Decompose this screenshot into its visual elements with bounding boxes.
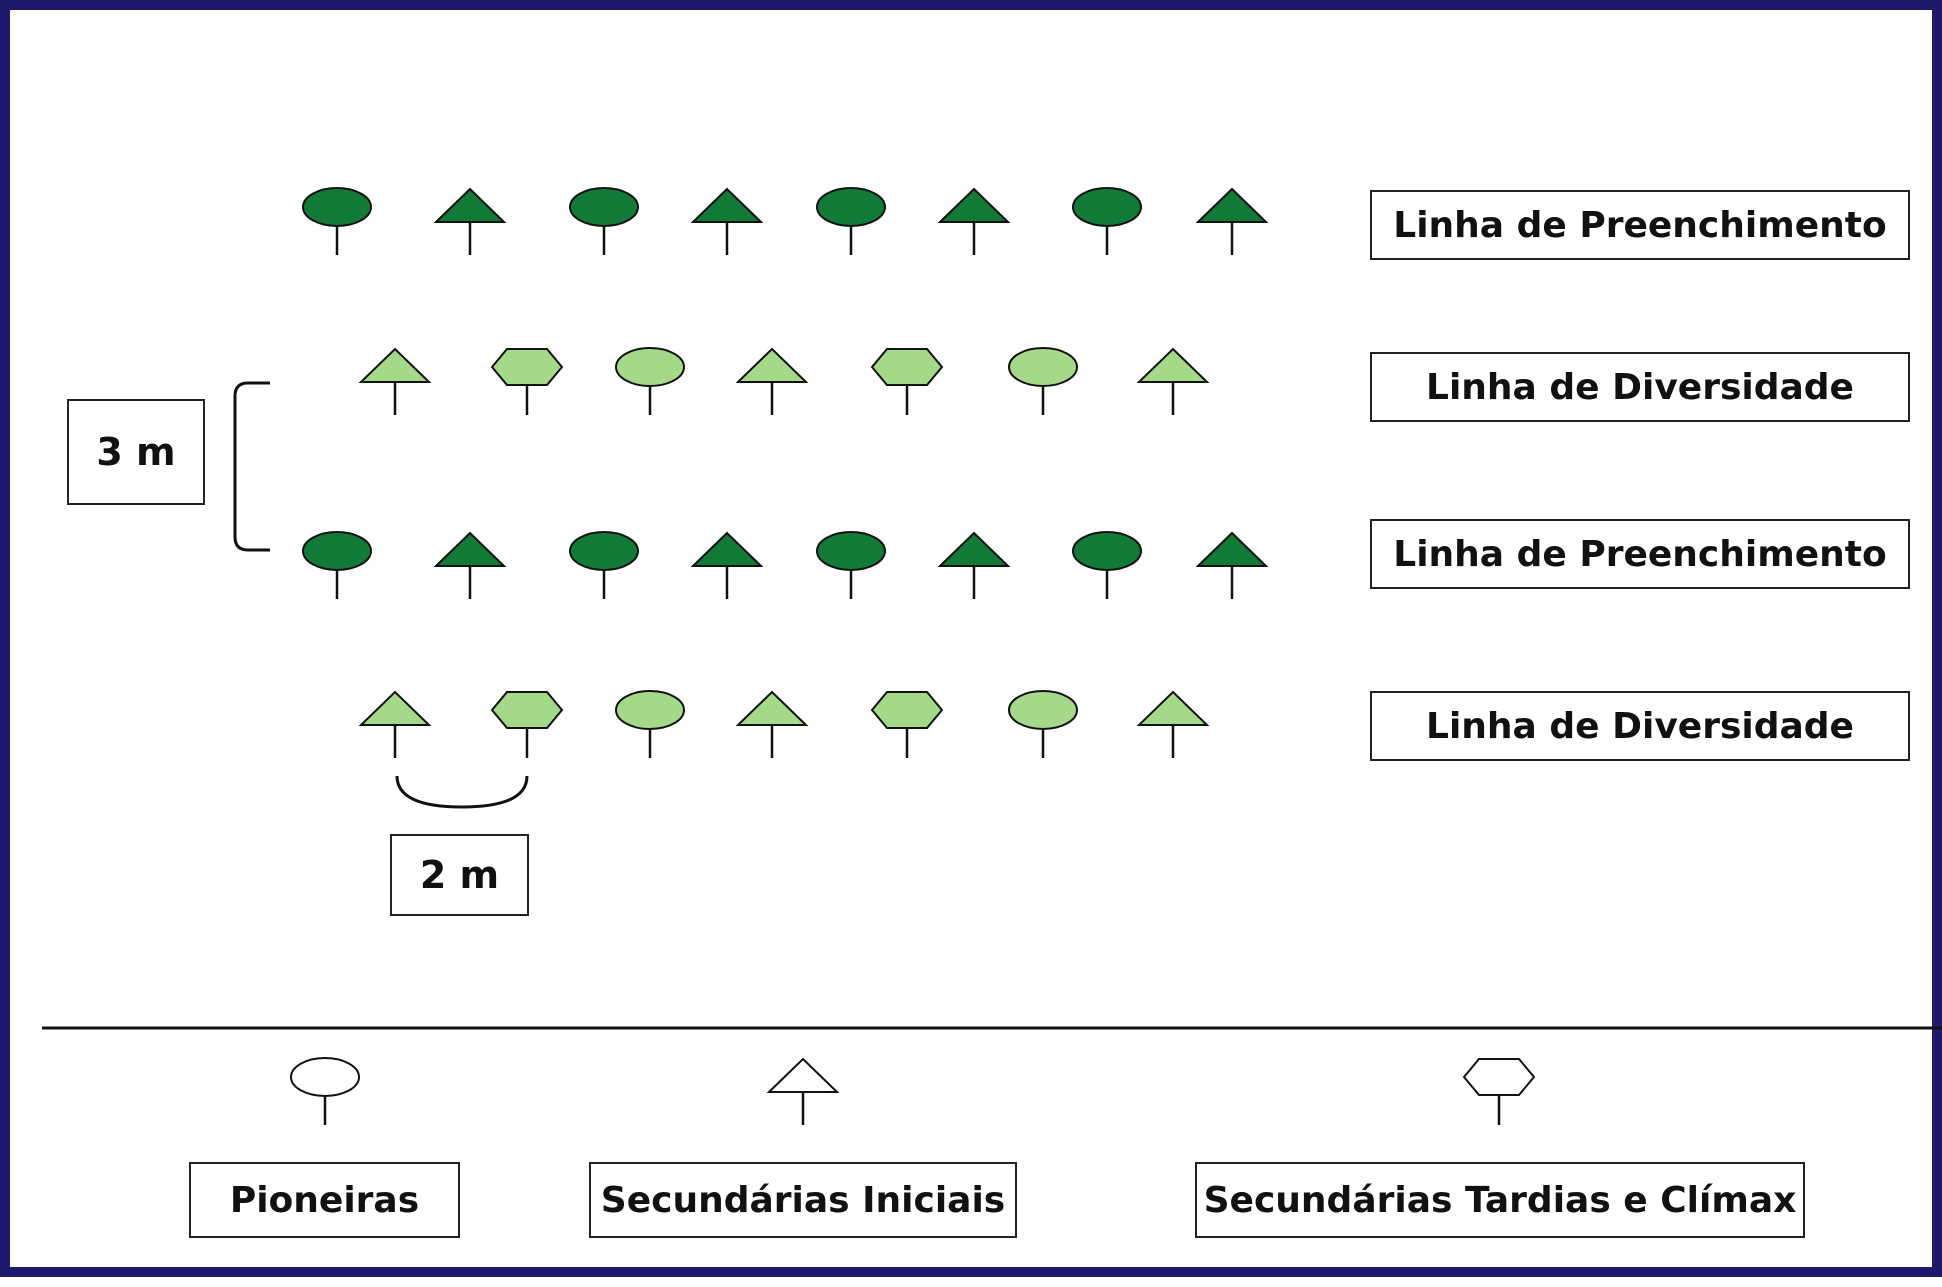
legend-label-pioneiras: Pioneiras (189, 1162, 460, 1238)
row-label-4: Linha de Diversidade (1370, 691, 1910, 761)
secundaria-inicial-tree-icon (433, 187, 507, 255)
secundaria-tardia-climax-tree-icon (1462, 1058, 1536, 1125)
secundaria-tardia-climax-tree-icon (490, 348, 564, 415)
pioneira-tree-icon (290, 1057, 360, 1125)
secundaria-tardia-climax-tree-icon (870, 348, 944, 415)
legend-symbols (290, 1057, 1536, 1125)
tree-row-1 (302, 187, 1269, 255)
pioneira-tree-icon (816, 187, 886, 255)
planting-layout-diagram (42, 187, 1942, 1125)
plant-spacing-bracket (395, 775, 529, 809)
row-label-2: Linha de Diversidade (1370, 352, 1910, 422)
pioneira-tree-icon (569, 531, 639, 599)
pioneira-tree-icon (302, 531, 372, 599)
tree-rows (302, 187, 1269, 758)
secundaria-inicial-tree-icon (766, 1057, 840, 1125)
legend-label-secundarias-iniciais: Secundárias Iniciais (589, 1162, 1017, 1238)
secundaria-inicial-tree-icon (937, 187, 1011, 255)
pioneira-tree-icon (1008, 690, 1078, 758)
row-label-1: Linha de Preenchimento (1370, 190, 1910, 260)
secundaria-inicial-tree-icon (735, 347, 809, 415)
secundaria-inicial-tree-icon (1136, 347, 1210, 415)
legend-label-secundarias-tardias-climax: Secundárias Tardias e Clímax (1195, 1162, 1805, 1238)
tree-row-3 (302, 531, 1269, 599)
plant-spacing-label: 2 m (390, 834, 529, 916)
pioneira-tree-icon (615, 690, 685, 758)
secundaria-tardia-climax-tree-icon (870, 691, 944, 758)
secundaria-inicial-tree-icon (433, 531, 507, 599)
pioneira-tree-icon (1072, 187, 1142, 255)
pioneira-tree-icon (1072, 531, 1142, 599)
secundaria-inicial-tree-icon (1195, 531, 1269, 599)
pioneira-tree-icon (302, 187, 372, 255)
tree-row-4 (358, 690, 1210, 758)
pioneira-tree-icon (1008, 347, 1078, 415)
secundaria-inicial-tree-icon (358, 347, 432, 415)
secundaria-inicial-tree-icon (1195, 187, 1269, 255)
secundaria-inicial-tree-icon (735, 690, 809, 758)
row-label-3: Linha de Preenchimento (1370, 519, 1910, 589)
secundaria-tardia-climax-tree-icon (490, 691, 564, 758)
secundaria-inicial-tree-icon (690, 187, 764, 255)
pioneira-tree-icon (816, 531, 886, 599)
secundaria-inicial-tree-icon (358, 690, 432, 758)
secundaria-inicial-tree-icon (937, 531, 1011, 599)
row-spacing-bracket (233, 381, 270, 552)
row-spacing-label: 3 m (67, 399, 205, 505)
secundaria-inicial-tree-icon (690, 531, 764, 599)
pioneira-tree-icon (569, 187, 639, 255)
secundaria-inicial-tree-icon (1136, 690, 1210, 758)
pioneira-tree-icon (615, 347, 685, 415)
tree-row-2 (358, 347, 1210, 415)
